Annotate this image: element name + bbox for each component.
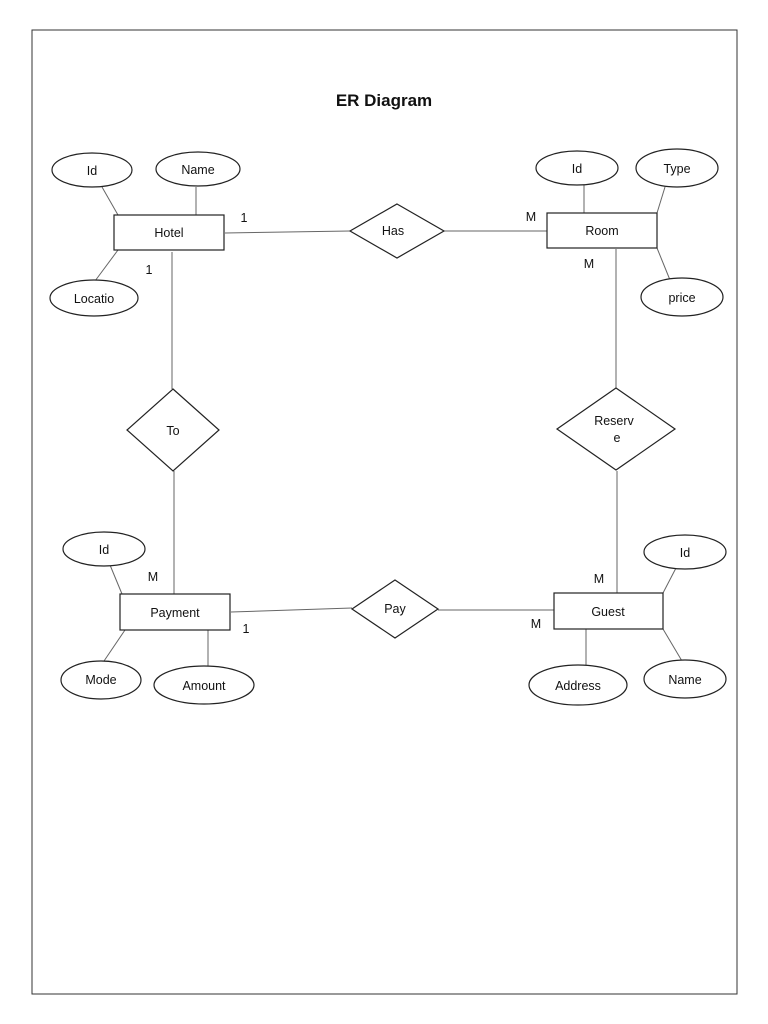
cardinality-hotel-to: 1 [146,263,153,277]
relationship-pay[interactable]: Pay [350,579,440,639]
attribute-payment-id-label: Id [99,543,109,557]
page-border [31,29,738,995]
connector-hotel-id [101,186,119,216]
attribute-guest-name[interactable]: Name [643,659,727,699]
connector-hotel-location [94,249,119,282]
attribute-hotel-id[interactable]: Id [51,152,133,188]
connector-payment-pay [230,607,353,613]
connector-payment-id [109,564,123,595]
attribute-payment-mode[interactable]: Mode [60,660,142,700]
relationship-reserve-label-line2: e [614,431,621,445]
entity-room-label: Room [585,224,618,238]
attribute-payment-amount-label: Amount [182,679,226,693]
attribute-guest-id-label: Id [680,546,690,560]
relationship-reserve-label-line1: Reserv [594,414,634,428]
attribute-hotel-id-label: Id [87,164,97,178]
cardinality-guest-reserve: M [594,572,604,586]
connector-guest-id [662,567,677,594]
entity-guest[interactable]: Guest [553,592,664,630]
attribute-room-price[interactable]: price [640,277,724,317]
connector-payment-mode [103,629,126,662]
relationship-reserve[interactable]: Reserv e [555,387,677,471]
attribute-guest-name-label: Name [668,673,701,687]
attribute-payment-mode-label: Mode [85,673,116,687]
attribute-room-type[interactable]: Type [635,148,719,188]
cardinality-room-has: M [526,210,536,224]
connectors [94,185,683,666]
attribute-payment-amount[interactable]: Amount [153,665,255,705]
cardinality-room-reserve: M [584,257,594,271]
cardinality-guest-pay: M [531,617,541,631]
entity-guest-label: Guest [591,605,625,619]
connector-room-price [656,247,671,281]
attribute-hotel-name-label: Name [181,163,214,177]
relationship-to[interactable]: To [126,388,220,472]
attribute-guest-id[interactable]: Id [643,534,727,570]
attribute-room-type-label: Type [663,162,690,176]
attribute-room-id-label: Id [572,162,582,176]
cardinality-payment-to: M [148,570,158,584]
cardinality-payment-pay: 1 [243,622,250,636]
relationship-pay-label: Pay [384,602,406,616]
relationship-to-label: To [166,424,179,438]
entity-payment-label: Payment [150,606,200,620]
attribute-guest-address-label: Address [555,679,601,693]
connector-room-type [656,186,666,214]
diagram-title: ER Diagram [336,91,432,110]
relationship-has-label: Has [382,224,404,238]
attribute-hotel-location[interactable]: Locatio [49,279,139,317]
entity-room[interactable]: Room [546,212,658,249]
entity-payment[interactable]: Payment [119,593,231,631]
attribute-guest-address[interactable]: Address [528,664,628,706]
cardinality-hotel-has: 1 [241,211,248,225]
attribute-room-id[interactable]: Id [535,150,619,186]
attribute-payment-id[interactable]: Id [62,531,146,567]
cardinality-labels: 1 1 M M M 1 M M [146,210,605,636]
connector-guest-name [662,628,683,662]
attribute-hotel-name[interactable]: Name [155,151,241,187]
attribute-hotel-location-label: Locatio [74,292,114,306]
attribute-room-price-label: price [668,291,695,305]
relationship-has[interactable]: Has [348,203,446,259]
entity-hotel-label: Hotel [154,226,183,240]
connector-hotel-has [224,230,351,234]
entity-hotel[interactable]: Hotel [113,214,225,251]
